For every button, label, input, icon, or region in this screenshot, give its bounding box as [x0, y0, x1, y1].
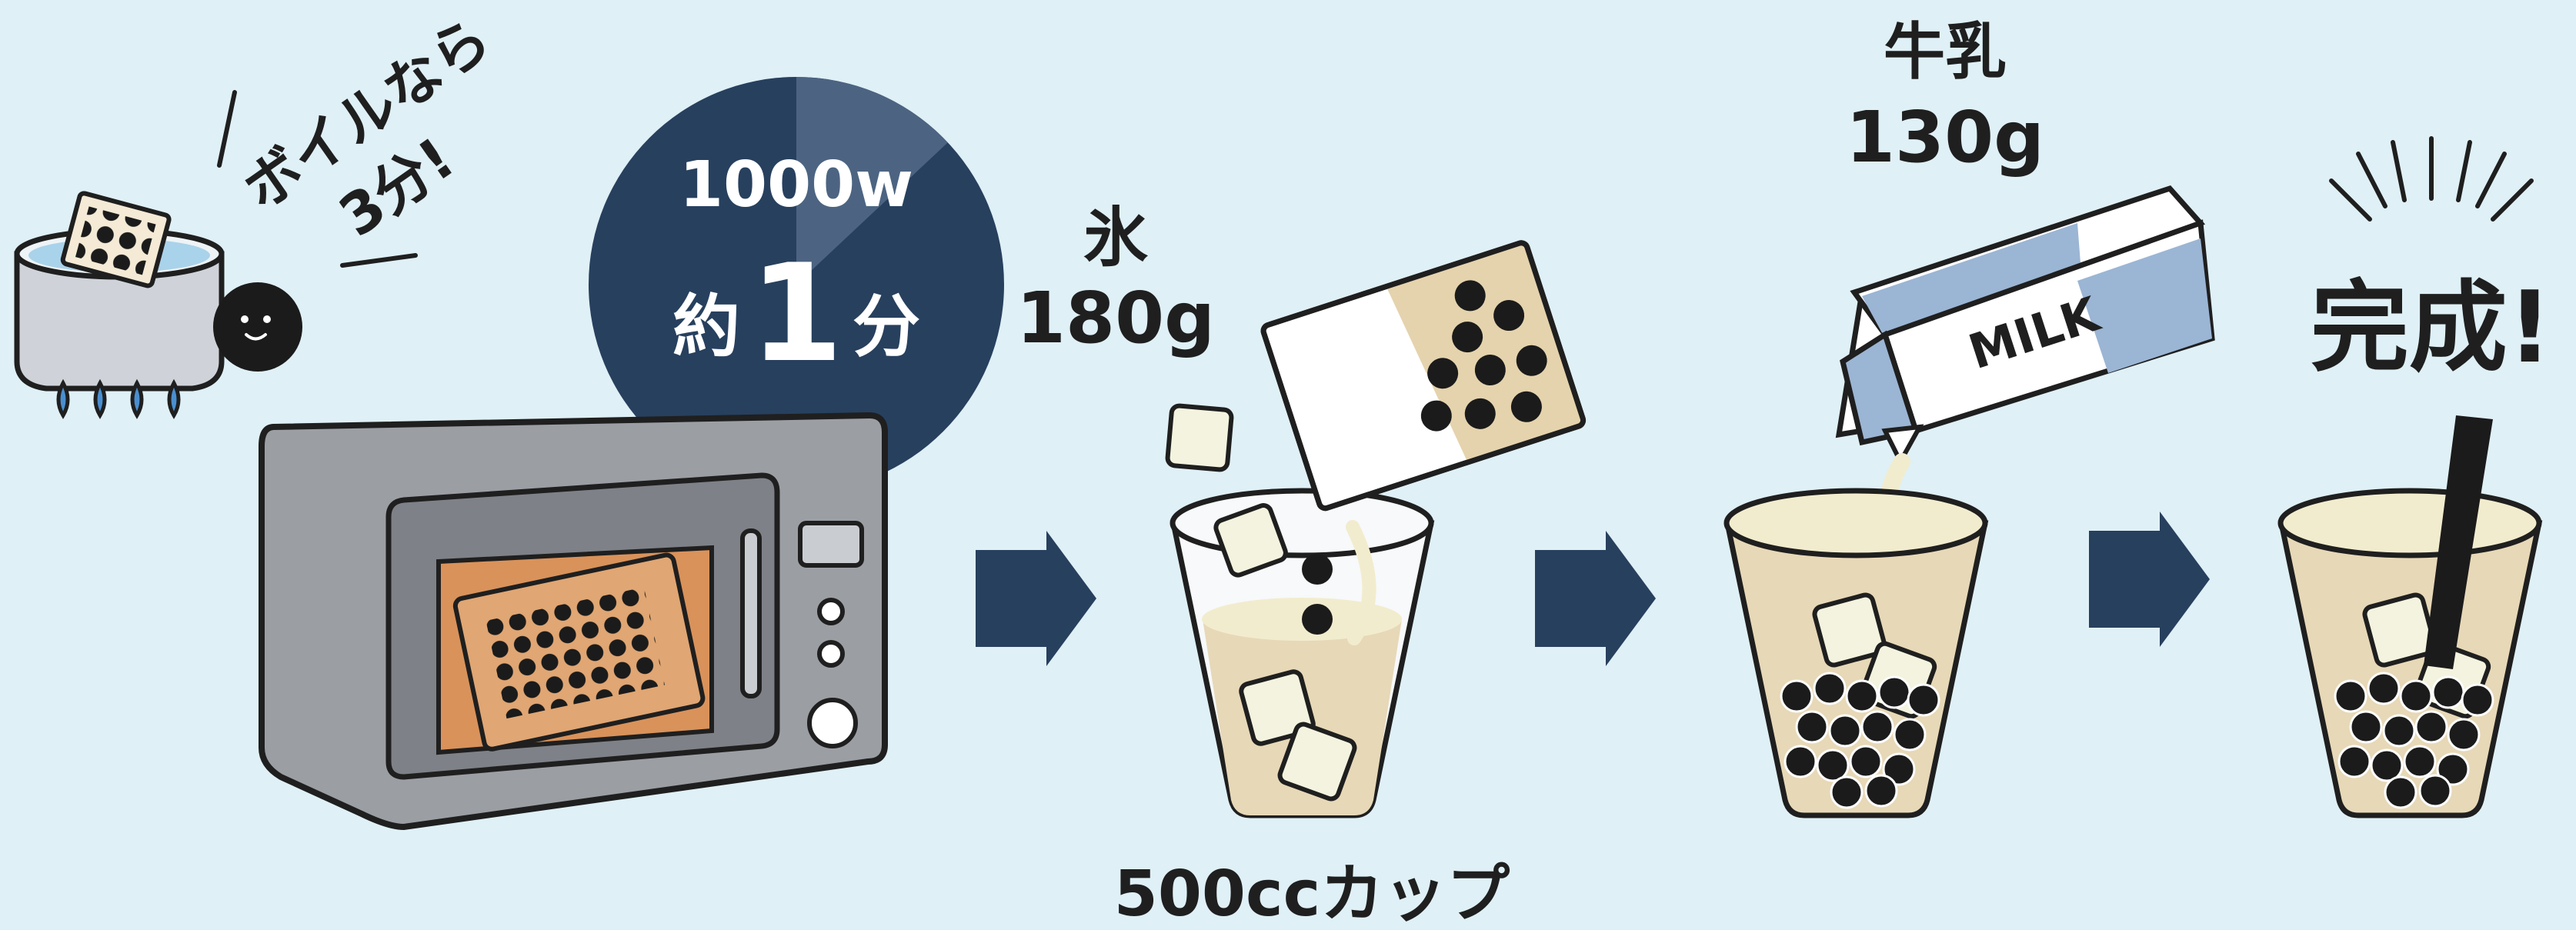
milk-label: 牛乳: [1884, 16, 2007, 88]
cup-icon: [2277, 415, 2543, 818]
arrow-right-icon: [976, 531, 1096, 666]
arrow-right-icon: [1535, 531, 1656, 666]
tapioca-pouch-icon: [1260, 240, 1587, 512]
sparkle-icon: [2329, 136, 2534, 222]
timer-unit: 分: [853, 287, 920, 366]
cup-size-label: 500ccカップ: [1114, 858, 1510, 930]
timer-number: 1: [749, 236, 843, 392]
done-label: 完成!: [2311, 271, 2552, 385]
pot-icon: [14, 191, 302, 419]
ice-label: 氷: [1083, 200, 1149, 275]
tapioca-pack-icon: [452, 552, 706, 752]
timer-prefix: 約: [672, 287, 740, 366]
microwave-icon: [259, 412, 888, 831]
milk-amount: 130g: [1846, 96, 2044, 178]
timer-progress-wedge: [796, 77, 948, 285]
ice-amount: 180g: [1016, 277, 1215, 359]
milk-carton-icon: [1835, 185, 2215, 593]
timer-icon: [589, 77, 1004, 492]
cup-icon: [1723, 488, 1989, 818]
boil-callout-lines: [217, 90, 418, 268]
arrow-right-icon: [2089, 512, 2210, 647]
timer-watt: 1000w: [679, 148, 913, 222]
tapioca-bag-icon: [60, 191, 172, 288]
cup-icon: [1165, 240, 1587, 818]
straw: [2424, 415, 2493, 669]
